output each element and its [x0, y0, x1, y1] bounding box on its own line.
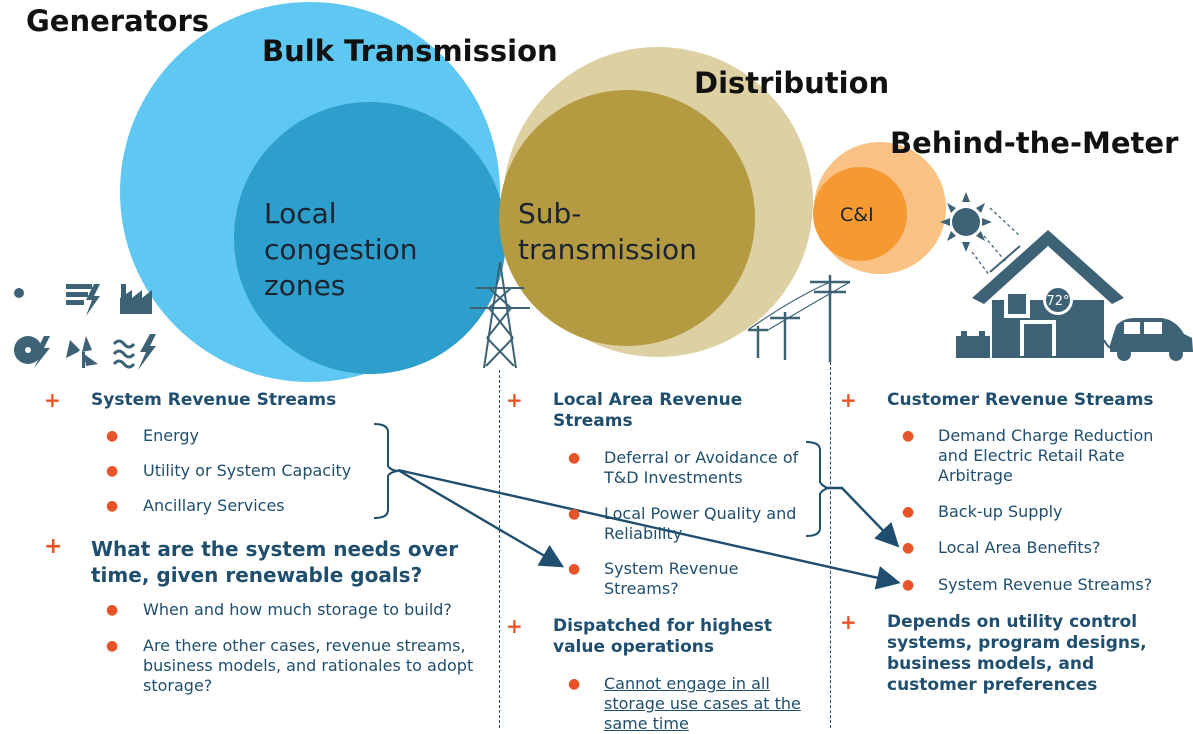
system-revenue-heading: System Revenue Streams [91, 390, 337, 410]
list-item: Cannot engage in all storage use cases a… [604, 674, 801, 733]
bulk-transmission-title: Bulk Transmission [262, 34, 558, 68]
bullet-icon: ● [568, 676, 581, 692]
bullet-icon: ● [568, 561, 581, 577]
bullet-icon: ● [568, 506, 581, 522]
bullet-icon: ● [902, 428, 915, 444]
charging-cable [1103, 339, 1113, 349]
bullet-icon: ● [568, 450, 581, 466]
customer-revenue-heading: Customer Revenue Streams [887, 390, 1154, 410]
list-item: System Revenue Streams? [938, 575, 1153, 594]
bullet-icon: ● [106, 602, 119, 618]
bullet-icon: ● [106, 498, 119, 514]
depends-heading: Depends on utility control systems, prog… [887, 612, 1147, 695]
list-item: Energy [143, 426, 200, 445]
bullet-icon: ● [902, 577, 915, 593]
list-item: Demand Charge Reduction and Electric Ret… [938, 426, 1154, 485]
coal-icon [66, 284, 100, 316]
separator-left [499, 370, 500, 728]
dispatch-heading: Dispatched for highest value operations [553, 616, 772, 657]
thermostat-text: 72° [1046, 294, 1069, 309]
list-item: Back-up Supply [938, 502, 1063, 521]
list-item: Utility or System Capacity [143, 461, 352, 480]
list-item: Local Area Benefits? [938, 538, 1101, 557]
sub-transmission-inner-circle [499, 90, 755, 346]
nuclear-icon [14, 336, 50, 368]
house-icon [956, 230, 1124, 358]
arrow-to-middle-system [397, 468, 565, 568]
list-item: Ancillary Services [143, 496, 285, 515]
local-congestion-label: Local congestion zones [264, 197, 418, 302]
plus-icon: + [44, 388, 61, 412]
ci-label: C&I [840, 204, 874, 226]
list-item: System Revenue Streams? [604, 559, 739, 598]
sub-transmission-label: Sub-transmission [518, 197, 697, 266]
bullet-icon: ● [106, 638, 119, 654]
solar-roof-panel-icon [989, 245, 1027, 279]
factory-icon [120, 284, 152, 314]
utility-pole-icon [747, 275, 851, 362]
ci-inner-circle [813, 167, 907, 261]
transmission-tower-icon [470, 261, 530, 369]
wind-icon [66, 336, 98, 368]
bullet-icon: ● [902, 504, 915, 520]
list-item: Are there other cases, revenue streams, … [143, 636, 474, 695]
plus-icon: + [506, 614, 523, 638]
bracket-left [373, 423, 399, 519]
solar-panel-icon [14, 288, 50, 301]
sun-icon [940, 192, 992, 252]
bullet-icon: ● [106, 428, 119, 444]
bulk-inner-circle [234, 102, 506, 374]
plus-icon: + [840, 388, 857, 412]
generators-title: Generators [26, 4, 210, 38]
behind-the-meter-title: Behind-the-Meter [890, 126, 1179, 160]
bullet-icon: ● [902, 540, 915, 556]
plus-icon: + [840, 610, 857, 634]
hydro-icon [112, 334, 156, 370]
arrow-to-right-local [828, 486, 900, 548]
plus-icon: + [506, 388, 523, 412]
system-needs-question: What are the system needs over time, giv… [91, 537, 459, 587]
local-area-heading: Local Area Revenue Streams [553, 390, 743, 431]
plus-icon: + [44, 534, 63, 559]
arrow-to-right-system [397, 468, 901, 590]
electric-car-icon [1110, 318, 1193, 361]
list-item: Local Power Quality and Reliability [604, 504, 797, 543]
distribution-title: Distribution [694, 66, 890, 100]
list-item: Deferral or Avoidance of T&D Investments [604, 448, 799, 487]
list-item: When and how much storage to build? [143, 600, 452, 619]
bullet-icon: ● [106, 463, 119, 479]
sun-rays-icon [971, 207, 1021, 277]
separator-right [830, 362, 831, 728]
